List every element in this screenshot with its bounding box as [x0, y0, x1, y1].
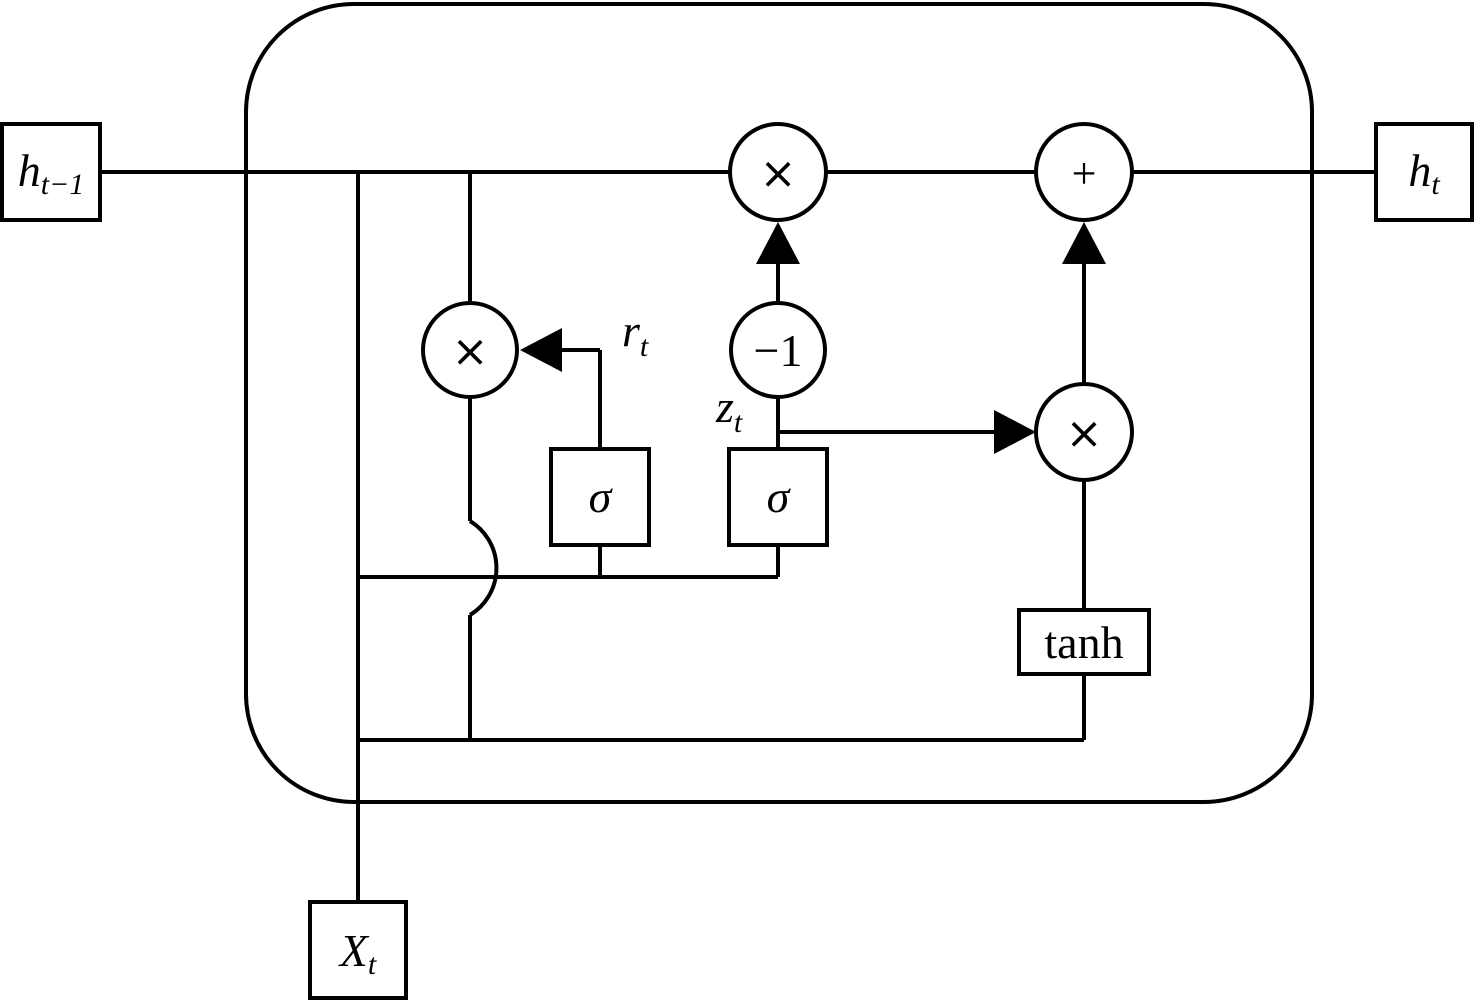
svg-text:ht−1: ht−1: [18, 145, 85, 201]
reset-gate-box: σ: [549, 447, 651, 547]
one-minus-node: −1: [729, 301, 827, 399]
input-base: X: [338, 925, 370, 976]
right-multiply-symbol: ×: [1066, 408, 1103, 459]
input-sub: t: [368, 948, 377, 981]
top-multiply-symbol: ×: [760, 148, 797, 199]
prev-hidden-box: ht−1: [0, 122, 102, 222]
right-multiply-node: ×: [1034, 382, 1134, 482]
add-node: +: [1034, 122, 1134, 222]
update-gate-box: σ: [727, 447, 829, 547]
input-box: Xt: [308, 900, 408, 1000]
arrow-to-top-multiply: [756, 222, 800, 264]
add-symbol: +: [1072, 149, 1097, 198]
svg-text:Xt: Xt: [338, 925, 377, 981]
arrow-to-add: [1062, 222, 1106, 264]
reset-gate-symbol: σ: [589, 471, 614, 522]
one-minus-symbol: −1: [754, 325, 803, 376]
update-gate-symbol: σ: [767, 471, 792, 522]
reset-multiply-node: ×: [421, 301, 519, 399]
prev-hidden-sub: t−1: [41, 168, 85, 201]
hidden-output-box: ht: [1374, 122, 1474, 222]
update-gate-label: zt: [715, 381, 743, 439]
cell-boundary: [244, 2, 1314, 804]
svg-text:ht: ht: [1408, 145, 1440, 201]
arrow-to-reset-multiply: [520, 328, 562, 372]
reset-multiply-symbol: ×: [452, 326, 489, 377]
prev-hidden-base: h: [18, 145, 41, 196]
hidden-output-base: h: [1408, 145, 1431, 196]
arrow-to-right-multiply: [994, 410, 1036, 454]
hidden-output-sub: t: [1431, 168, 1440, 201]
connections: [100, 170, 1376, 902]
tanh-box: tanh: [1017, 608, 1151, 676]
reset-gate-label: rt: [622, 305, 649, 363]
tanh-label: tanh: [1044, 617, 1123, 668]
top-multiply-node: ×: [728, 122, 828, 222]
